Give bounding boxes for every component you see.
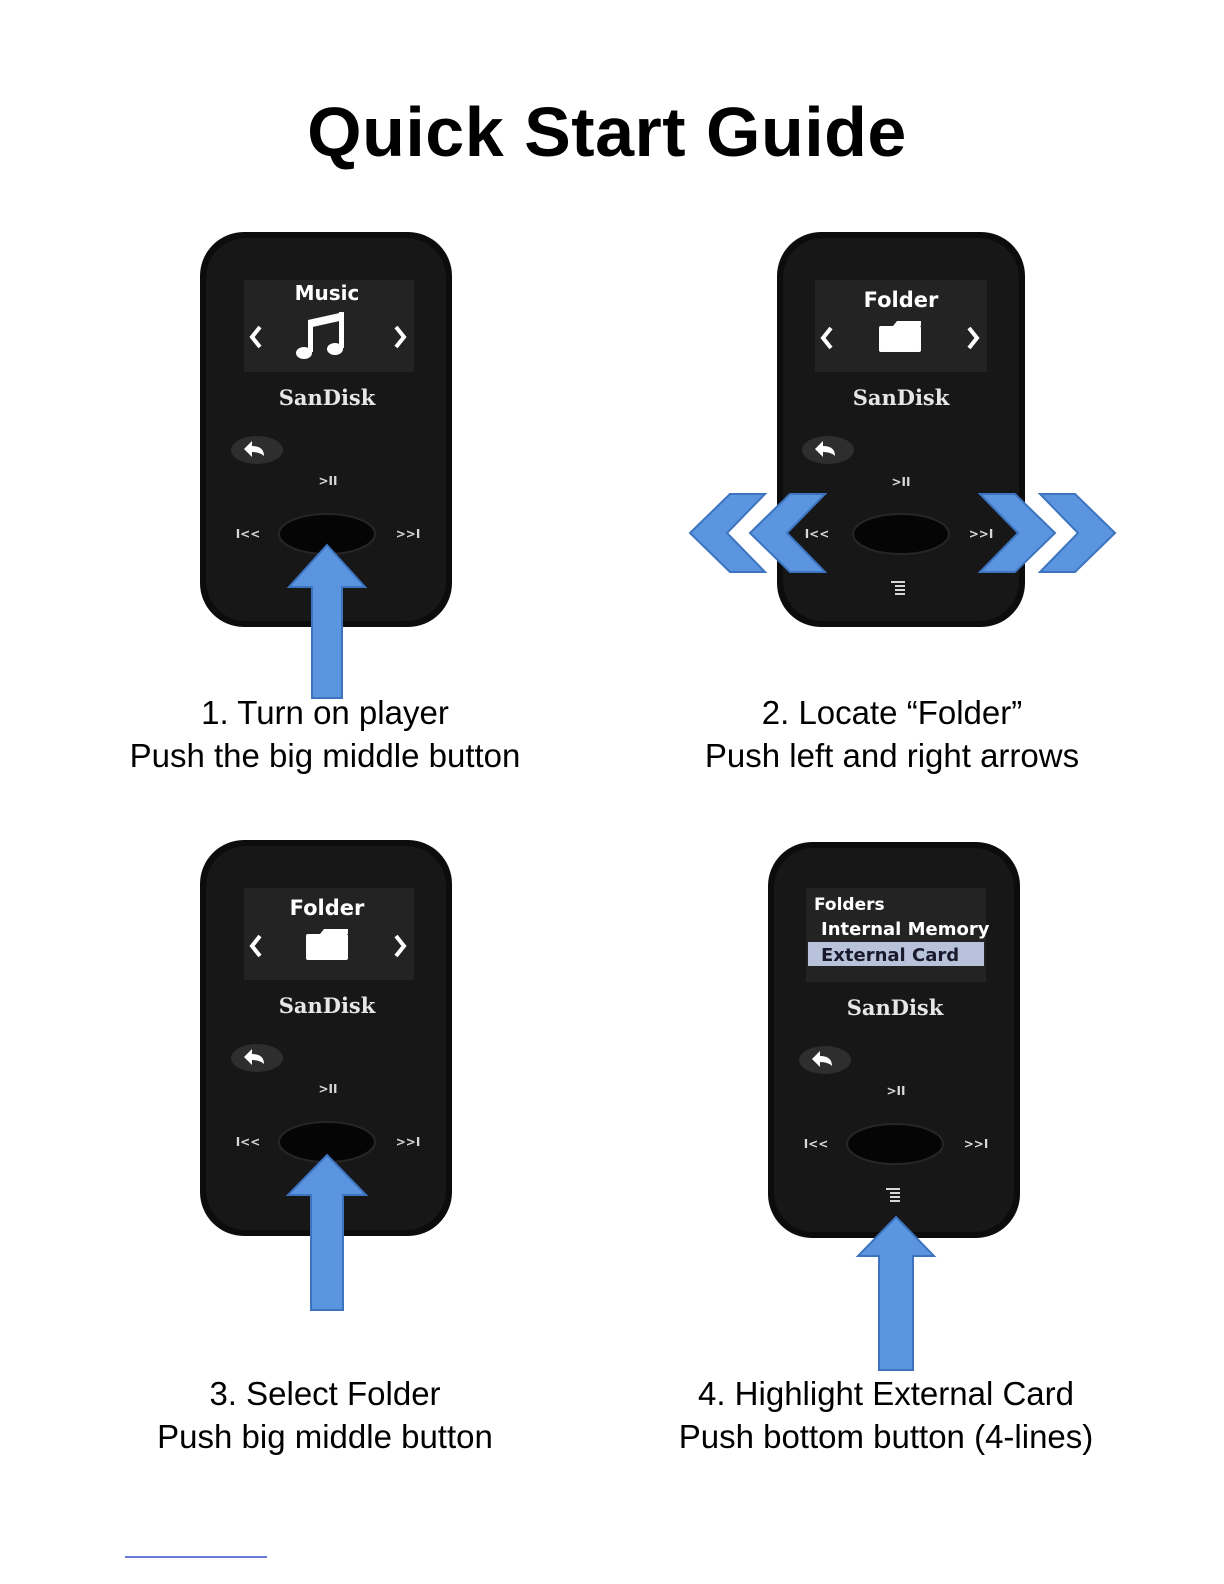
folder-icon	[879, 321, 921, 352]
player-illustration: Folder SanDisk >II I<< >>I	[688, 232, 1117, 627]
step-1: Music SanDisk >II I<< >>I	[200, 232, 460, 702]
brand-logo: SanDisk	[279, 993, 376, 1018]
step-3-caption: 3. Select Folder Push big middle button	[95, 1372, 555, 1458]
screen-right-chevron-icon	[967, 326, 980, 350]
previous-label: I<<	[805, 527, 830, 541]
menu-lines-icon	[891, 581, 905, 595]
player-illustration: Folder SanDisk >II I<< >>I	[200, 840, 452, 1311]
screen-left-chevron-icon	[820, 326, 833, 350]
step-4-line2: Push bottom button (4-lines)	[678, 1418, 1094, 1455]
middle-button[interactable]	[846, 1123, 944, 1165]
back-arrow-icon	[244, 1049, 264, 1065]
play-pause-label: >II	[319, 474, 338, 488]
screen-title: Music	[295, 281, 360, 305]
screen-left-chevron-icon	[249, 325, 262, 349]
folder-icon	[306, 929, 348, 960]
step-1-line2: Push the big middle button	[129, 737, 521, 774]
step-4-caption: 4. Highlight External Card Push bottom b…	[641, 1372, 1131, 1458]
player-screen	[806, 888, 986, 982]
middle-button[interactable]	[852, 513, 950, 555]
next-label: >>I	[396, 527, 421, 541]
brand-logo: SanDisk	[853, 385, 950, 410]
screen-right-chevron-icon	[394, 934, 407, 958]
back-button[interactable]	[802, 436, 854, 464]
step-3: Folder SanDisk >II I<< >>I	[200, 840, 460, 1315]
blue-up-arrow-icon	[286, 543, 368, 699]
brand-logo: SanDisk	[847, 995, 944, 1020]
step-2-line1: 2. Locate “Folder”	[761, 694, 1023, 731]
back-arrow-icon	[812, 1051, 832, 1067]
step-4: Folders Internal Memory External Card Sa…	[768, 842, 1028, 1372]
play-pause-label: >II	[319, 1082, 338, 1096]
screen-right-chevron-icon	[394, 325, 407, 349]
next-label: >>I	[964, 1137, 989, 1151]
player-illustration: Folders Internal Memory External Card Sa…	[768, 842, 1020, 1371]
step-2-caption: 2. Locate “Folder” Push left and right a…	[662, 691, 1122, 777]
previous-label: I<<	[236, 527, 261, 541]
step-1-caption: 1. Turn on player Push the big middle bu…	[95, 691, 555, 777]
play-pause-label: >II	[892, 475, 911, 489]
screen-title: Folders	[814, 895, 885, 915]
blue-right-chevron-icon	[1037, 493, 1117, 573]
menu-lines-button[interactable]	[886, 1188, 900, 1202]
back-button[interactable]	[231, 1044, 283, 1072]
player-illustration: Music SanDisk >II I<< >>I	[200, 232, 452, 699]
page-title: Quick Start Guide	[307, 93, 907, 171]
next-label: >>I	[969, 527, 994, 541]
previous-label: I<<	[804, 1137, 829, 1151]
back-button[interactable]	[231, 436, 283, 464]
menu-item-internal-memory[interactable]: Internal Memory	[821, 919, 990, 940]
step-2-line2: Push left and right arrows	[704, 737, 1080, 774]
blue-left-chevron-icon	[688, 493, 768, 573]
back-button[interactable]	[799, 1046, 851, 1074]
player-screen	[244, 280, 414, 372]
previous-label: I<<	[236, 1135, 261, 1149]
blue-left-chevron-icon	[748, 493, 828, 573]
back-arrow-icon	[815, 441, 835, 457]
screen-title: Folder	[290, 896, 365, 920]
play-pause-label: >II	[887, 1084, 906, 1098]
blue-up-arrow-icon	[285, 1153, 369, 1311]
step-2: Folder SanDisk >II I<< >>I	[685, 232, 1125, 632]
blue-up-arrow-icon	[855, 1215, 937, 1371]
back-arrow-icon	[244, 441, 264, 457]
menu-highlight	[808, 942, 984, 966]
step-3-line1: 3. Select Folder	[209, 1375, 441, 1412]
step-1-line1: 1. Turn on player	[201, 694, 449, 731]
screen-left-chevron-icon	[249, 934, 262, 958]
blue-right-chevron-icon	[977, 493, 1057, 573]
step-3-line2: Push big middle button	[157, 1418, 493, 1455]
music-note-icon	[296, 312, 344, 359]
screen-title: Folder	[864, 288, 939, 312]
next-label: >>I	[396, 1135, 421, 1149]
brand-logo: SanDisk	[279, 385, 376, 410]
footer-rule	[125, 1556, 267, 1558]
menu-item-external-card[interactable]: External Card	[821, 945, 959, 966]
step-4-line1: 4. Highlight External Card	[697, 1375, 1075, 1412]
